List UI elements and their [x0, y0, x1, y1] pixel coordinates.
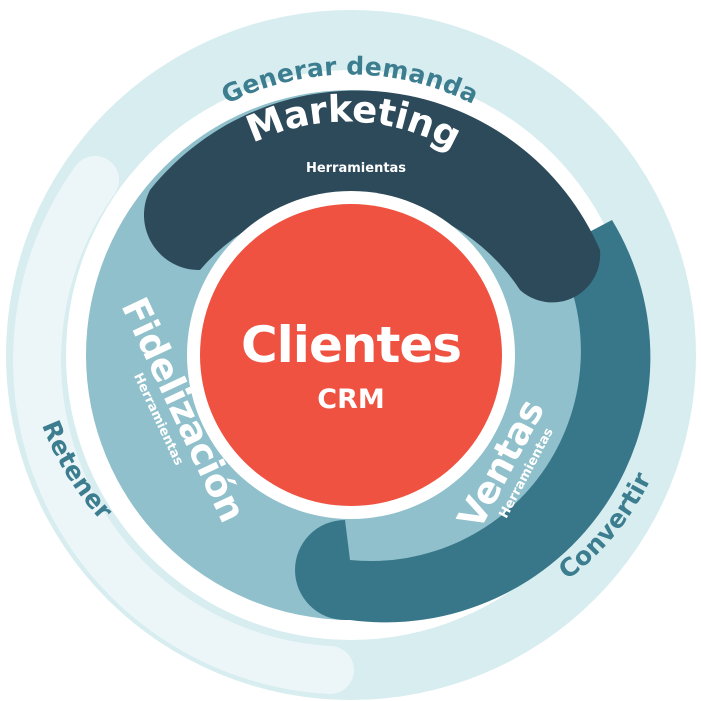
center-title: Clientes: [241, 316, 461, 374]
outer-ring-tail-left: [13, 156, 354, 694]
center-circle: [200, 204, 502, 506]
segment-marketing-subtitle: Herramientas: [306, 161, 406, 176]
center-subtitle: CRM: [317, 384, 384, 415]
segment-ventas-shape: [295, 220, 651, 623]
